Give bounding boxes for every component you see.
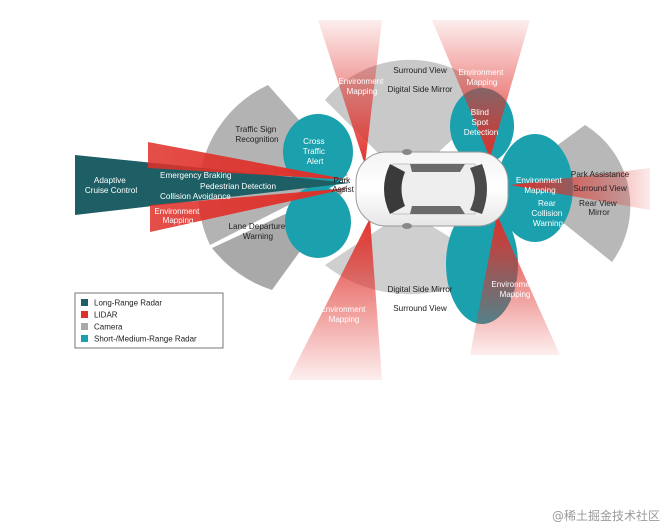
sensor-labels: Adaptive Cruise Control Emergency Brakin… xyxy=(85,66,630,324)
car-windshield xyxy=(384,164,405,214)
legend-swatch xyxy=(81,323,88,330)
legend-label: Short-/Medium-Range Radar xyxy=(94,335,197,344)
label-park-assist-front: Park Assist xyxy=(332,176,355,194)
lidar-front-upper xyxy=(148,142,350,180)
label-env-mapping-top-right: Environment Mapping xyxy=(458,68,505,87)
car-mirror-bottom xyxy=(402,223,412,229)
legend: Long-Range Radar LIDAR Camera Short-/Med… xyxy=(74,292,224,349)
legend-swatch xyxy=(81,335,88,342)
label-emergency-braking: Emergency Braking xyxy=(160,171,232,180)
label-env-mapping-bottom-left: Environment Mapping xyxy=(320,305,367,324)
label-traffic-sign-recognition: Traffic Sign Recognition xyxy=(235,125,279,144)
car-mirror-top xyxy=(402,149,412,155)
label-adaptive-cruise-control: Adaptive Cruise Control xyxy=(85,176,138,195)
legend-label: Camera xyxy=(94,323,123,332)
watermark: @稀土掘金技术社区 xyxy=(551,509,660,523)
lidar-rear xyxy=(510,168,650,210)
label-env-mapping-rear: Environment Mapping xyxy=(516,176,564,195)
legend-item-camera: Camera xyxy=(81,323,123,332)
lidar-bottom-right xyxy=(470,215,560,355)
label-digital-side-mirror-top: Digital Side Mirror xyxy=(387,85,452,94)
legend-box xyxy=(74,292,224,349)
lidar-front-lower xyxy=(150,188,350,232)
label-surround-view-top: Surround View xyxy=(393,66,447,75)
label-cross-traffic-alert: Cross Traffic Alert xyxy=(303,137,328,166)
long-range-radar-beam xyxy=(75,155,350,215)
legend-item-short-medium-radar: Short-/Medium-Range Radar xyxy=(81,335,197,344)
lidar-coverage xyxy=(148,20,650,380)
legend-swatch xyxy=(81,299,88,306)
car-side-window-top xyxy=(410,164,465,172)
label-surround-view-bottom: Surround View xyxy=(393,304,447,313)
label-rear-collision-warning: Rear Collision Warning xyxy=(531,199,564,228)
label-park-assistance: Park Assistance xyxy=(571,170,630,179)
label-env-mapping-bottom-right: Environment Mapping xyxy=(491,280,538,299)
label-env-mapping-front: Environment Mapping xyxy=(154,207,201,225)
label-collision-avoidance: Collision Avoidance xyxy=(160,192,231,201)
car-side-window-bottom xyxy=(410,206,465,214)
label-rear-view-mirror: Rear View Mirror xyxy=(579,199,619,217)
legend-item-lidar: LIDAR xyxy=(81,311,118,320)
legend-item-long-range-radar: Long-Range Radar xyxy=(81,299,162,308)
legend-label: LIDAR xyxy=(94,311,118,320)
lidar-top-left xyxy=(318,20,382,165)
label-env-mapping-top-left: Environment Mapping xyxy=(338,77,385,96)
legend-label: Long-Range Radar xyxy=(94,299,162,308)
lidar-top-right xyxy=(432,20,530,158)
legend-swatch xyxy=(81,311,88,318)
car-top-view xyxy=(355,149,509,229)
radar-front-lower xyxy=(285,186,351,258)
label-blind-spot-detection: Blind Spot Detection xyxy=(464,108,499,137)
label-digital-side-mirror-bottom: Digital Side Mirror xyxy=(387,285,452,294)
lidar-bottom-left xyxy=(288,218,382,380)
label-surround-view-rear: Surround View xyxy=(573,184,627,193)
label-lane-departure-warning: Lane Departure Warning xyxy=(228,222,287,241)
label-pedestrian-detection: Pedestrian Detection xyxy=(200,182,276,191)
car-rear-window xyxy=(470,164,487,214)
